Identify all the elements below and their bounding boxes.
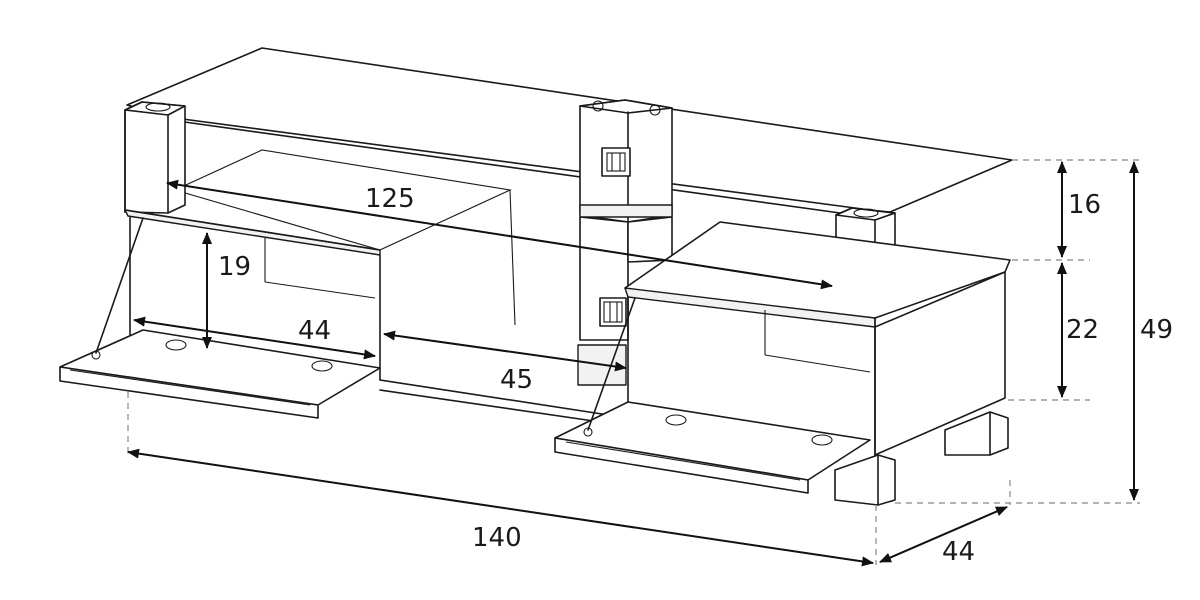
label-lower-height: 22 [1066,315,1099,345]
left-column [124,101,186,214]
label-compartment-height: 19 [218,252,251,282]
dim-arrow-44-inner [133,316,376,360]
label-total-height: 49 [1140,315,1173,345]
dim-arrow-140 [127,448,874,567]
dimension-labels: 125 19 44 45 140 44 16 22 49 [218,184,1173,567]
dim-arrow-45 [383,330,627,372]
label-compartment-width: 44 [298,316,331,346]
lower-glass-shelf [173,149,516,326]
rear-column [577,99,673,386]
right-cabinet [624,221,1011,506]
dimension-arrows [127,161,1139,567]
dim-arrow-125 [166,179,833,290]
label-top-glass-width: 125 [365,184,415,214]
label-depth: 44 [942,537,975,567]
extension-lines [127,159,1140,565]
dim-arrow-44-depth [879,506,1008,563]
top-glass-shelf [126,47,1013,214]
label-upper-height: 16 [1068,190,1101,220]
label-total-width: 140 [472,523,522,553]
label-middle-opening: 45 [500,365,533,395]
